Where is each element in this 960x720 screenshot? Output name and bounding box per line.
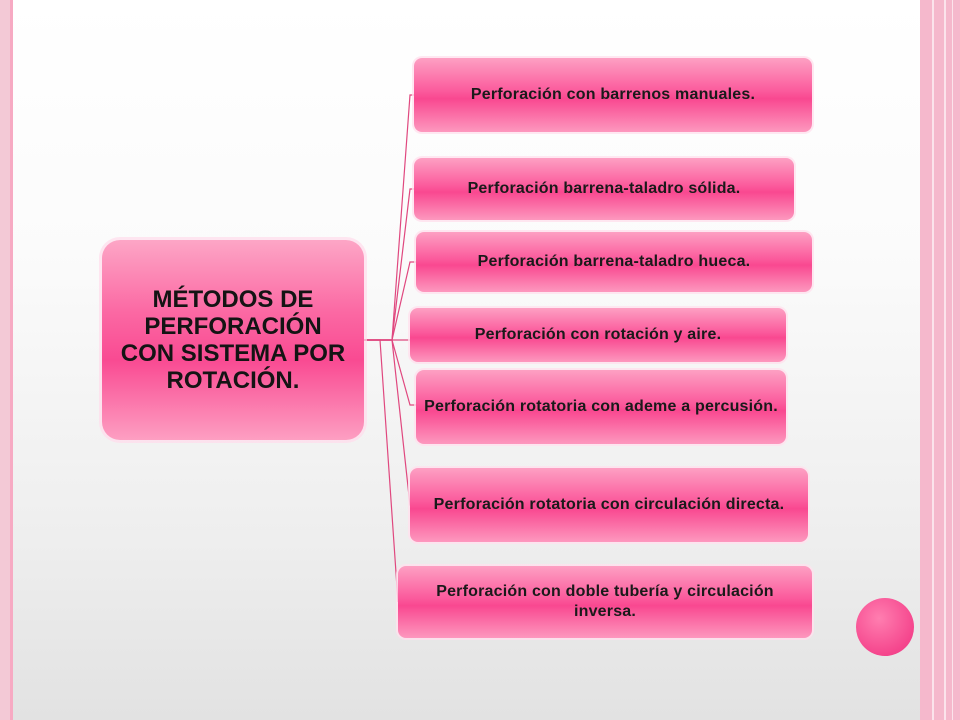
branch-node-direct-circulation: Perforación rotatoria con circulación di… — [410, 468, 808, 542]
right-decor-line — [932, 0, 934, 720]
branch-node-percussion-casing: Perforación rotatoria con ademe a percus… — [416, 370, 786, 444]
central-topic-node: MÉTODOS DE PERFORACIÓN CON SISTEMA POR R… — [102, 240, 364, 440]
branch-label: Perforación barrena-taladro hueca. — [477, 253, 751, 270]
branch-label: Perforación con doble tubería y circulac… — [436, 583, 774, 620]
branch-label: Perforación rotatoria con ademe a percus… — [424, 398, 778, 415]
central-topic-label: MÉTODOS DE PERFORACIÓN CON SISTEMA POR R… — [120, 286, 346, 394]
connector-line — [364, 339, 416, 406]
right-decor-line — [944, 0, 946, 720]
right-decor-band — [920, 0, 960, 720]
left-decor-line — [10, 0, 13, 720]
branch-node-hollow-bit: Perforación barrena-taladro hueca. — [416, 232, 812, 292]
branch-label: Perforación con barrenos manuales. — [470, 86, 756, 103]
branch-node-rotation-air: Perforación con rotación y aire. — [410, 308, 786, 362]
branch-node-manual-drills: Perforación con barrenos manuales. — [414, 58, 812, 132]
accent-circle-decor — [856, 598, 914, 656]
branch-label: Perforación rotatoria con circulación di… — [433, 496, 785, 513]
connector-line — [364, 339, 399, 603]
connector-line — [364, 188, 414, 341]
connector-line — [364, 261, 416, 341]
branch-label: Perforación barrena-taladro sólida. — [467, 180, 741, 197]
branch-node-reverse-circulation: Perforación con doble tubería y circulac… — [398, 566, 812, 638]
branch-label: Perforación con rotación y aire. — [474, 326, 722, 343]
branch-node-solid-bit: Perforación barrena-taladro sólida. — [414, 158, 794, 220]
connector-line — [364, 339, 412, 506]
left-decor-stripe — [0, 0, 10, 720]
right-decor-line — [952, 0, 953, 720]
